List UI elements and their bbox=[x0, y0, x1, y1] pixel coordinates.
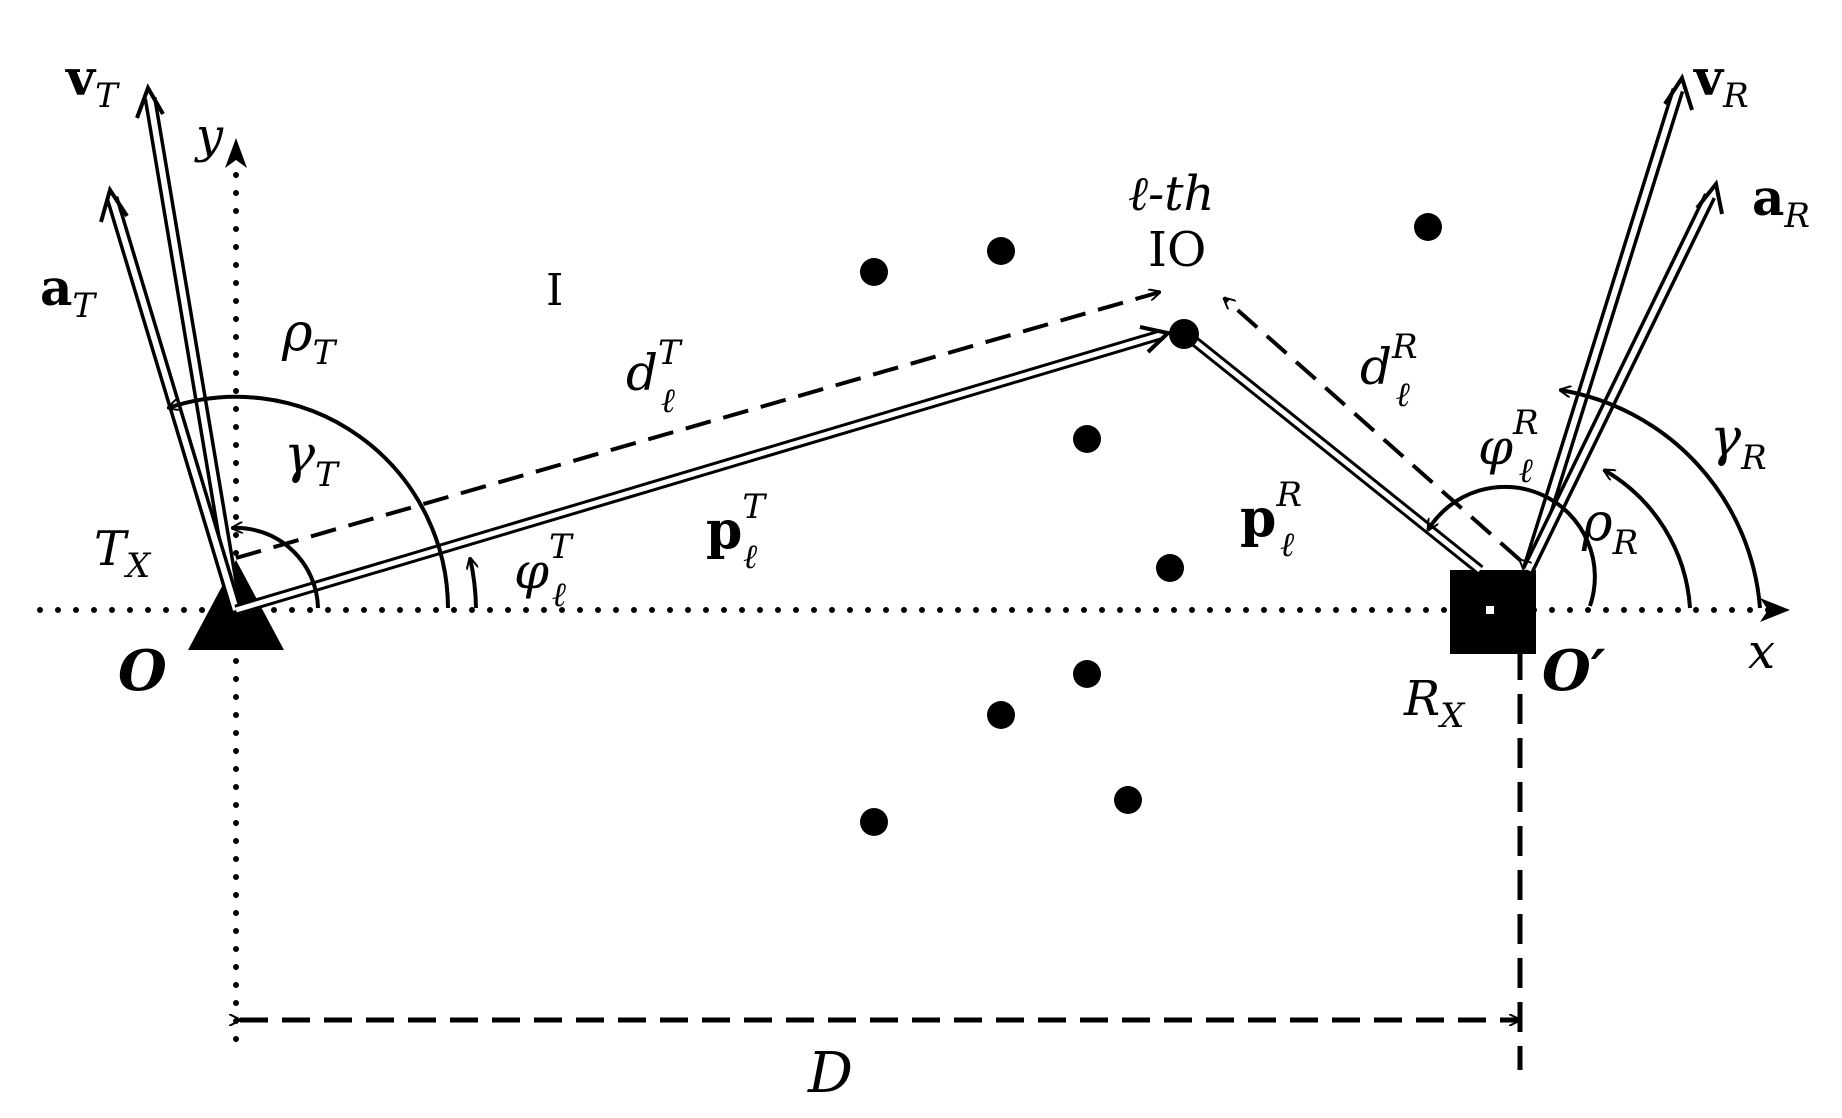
y-axis-arrowhead bbox=[225, 138, 247, 168]
label-rho-r: ρR bbox=[1581, 493, 1638, 563]
label-a-t: aT bbox=[40, 258, 97, 326]
label-v-r: vR bbox=[1693, 48, 1749, 116]
angle-arc-phi-t bbox=[470, 558, 476, 609]
angle-arc-gamma-r bbox=[1560, 390, 1762, 609]
rx-velocity-vector bbox=[1521, 73, 1694, 572]
io-dot bbox=[1169, 319, 1199, 349]
x-axis-arrowhead bbox=[1760, 598, 1790, 622]
io-dot bbox=[1073, 425, 1101, 453]
label-rx: RX bbox=[1403, 671, 1466, 736]
tx-velocity-vector bbox=[135, 83, 243, 612]
label-rho-t: ρT bbox=[281, 303, 338, 373]
label-origin-prime: O′ bbox=[1542, 638, 1606, 704]
angle-arc-gamma-t bbox=[232, 528, 320, 609]
io-dot bbox=[860, 808, 888, 836]
rx-acceleration-vector bbox=[1522, 179, 1724, 573]
io-dot bbox=[987, 237, 1015, 265]
io-dot bbox=[1114, 786, 1142, 814]
position-vector-rx bbox=[1184, 331, 1484, 575]
label-a-r: aR bbox=[1752, 168, 1810, 236]
angle-arc-rho-r bbox=[1604, 468, 1692, 609]
label-gamma-r: γR bbox=[1710, 408, 1767, 478]
position-vector-tx bbox=[234, 325, 1173, 616]
label-gamma-t: γT bbox=[284, 425, 340, 495]
io-dot bbox=[860, 258, 888, 286]
label-x-axis: x bbox=[1748, 624, 1775, 680]
angle-arc-rho-t bbox=[168, 394, 450, 609]
io-dot bbox=[1414, 213, 1442, 241]
label-distance-d: D bbox=[807, 1041, 853, 1106]
angle-arc-phi-r bbox=[1426, 484, 1597, 607]
text-cursor-glyph: I bbox=[546, 265, 563, 316]
distance-vector-tx bbox=[235, 292, 1160, 560]
receiver-center-dot bbox=[1486, 606, 1494, 614]
label-y-axis: y bbox=[194, 108, 224, 164]
io-dot bbox=[987, 701, 1015, 729]
label-origin: O bbox=[118, 638, 167, 704]
label-v-t: vT bbox=[65, 48, 120, 116]
io-dot bbox=[1156, 554, 1184, 582]
label-io: IO bbox=[1148, 222, 1206, 278]
distance-vector-rx bbox=[1224, 298, 1520, 560]
io-dot bbox=[1073, 660, 1101, 688]
interacting-objects bbox=[860, 213, 1442, 836]
label-tx: TX bbox=[94, 521, 152, 586]
label-io-ordinal: ℓ-th bbox=[1128, 166, 1214, 222]
